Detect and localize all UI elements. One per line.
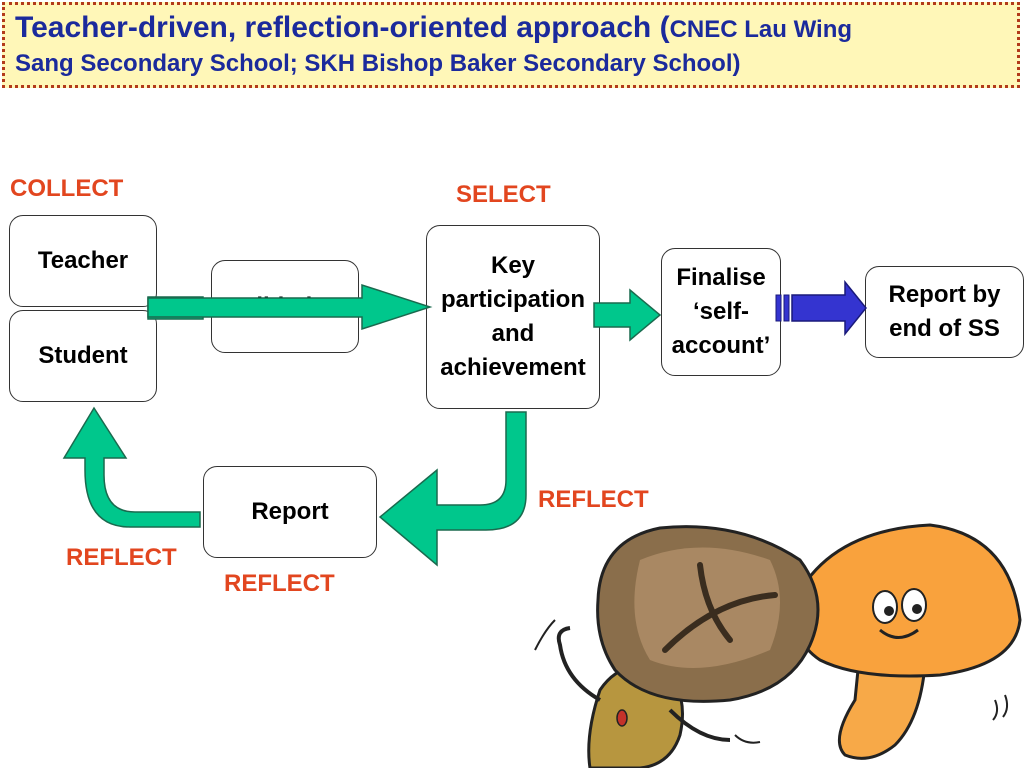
box-teacher-text: Teacher: [37, 247, 129, 274]
arrow-finalise-to-report: [775, 279, 867, 337]
arrow-report-to-student: [62, 406, 201, 528]
title-banner: Teacher-driven, reflection-oriented appr…: [2, 2, 1020, 88]
box-finalise-text: Finalise ‘self-account’: [671, 264, 771, 359]
box-key-participation-text: Key participation and achievement: [440, 252, 586, 381]
box-key-participation: Key participation and achievement: [426, 225, 600, 409]
label-reflect-bottom: REFLECT: [224, 570, 335, 597]
box-student-text: Student: [38, 342, 128, 369]
arrow-collect-to-key: [147, 283, 433, 331]
title-schools-b: Sang Secondary School; SKH Bishop Baker …: [15, 50, 741, 77]
box-report-end-text: Report by end of SS: [888, 281, 1001, 342]
box-report: Report: [203, 466, 377, 558]
label-reflect-left: REFLECT: [66, 544, 177, 571]
box-report-text: Report: [251, 498, 329, 525]
mushroom-characters-icon: [534, 523, 1022, 768]
page-title: Teacher-driven, reflection-oriented appr…: [15, 11, 1007, 47]
label-reflect-right: REFLECT: [538, 486, 649, 513]
arrow-key-to-finalise: [593, 288, 662, 342]
box-teacher: Teacher: [9, 215, 157, 307]
title-schools-a: CNEC Lau Wing: [669, 16, 853, 43]
title-main: Teacher-driven, reflection-oriented appr…: [15, 11, 670, 44]
box-student: Student: [9, 310, 157, 402]
label-select: SELECT: [456, 181, 551, 208]
arrow-key-to-report: [378, 411, 527, 567]
label-collect: COLLECT: [10, 175, 124, 202]
